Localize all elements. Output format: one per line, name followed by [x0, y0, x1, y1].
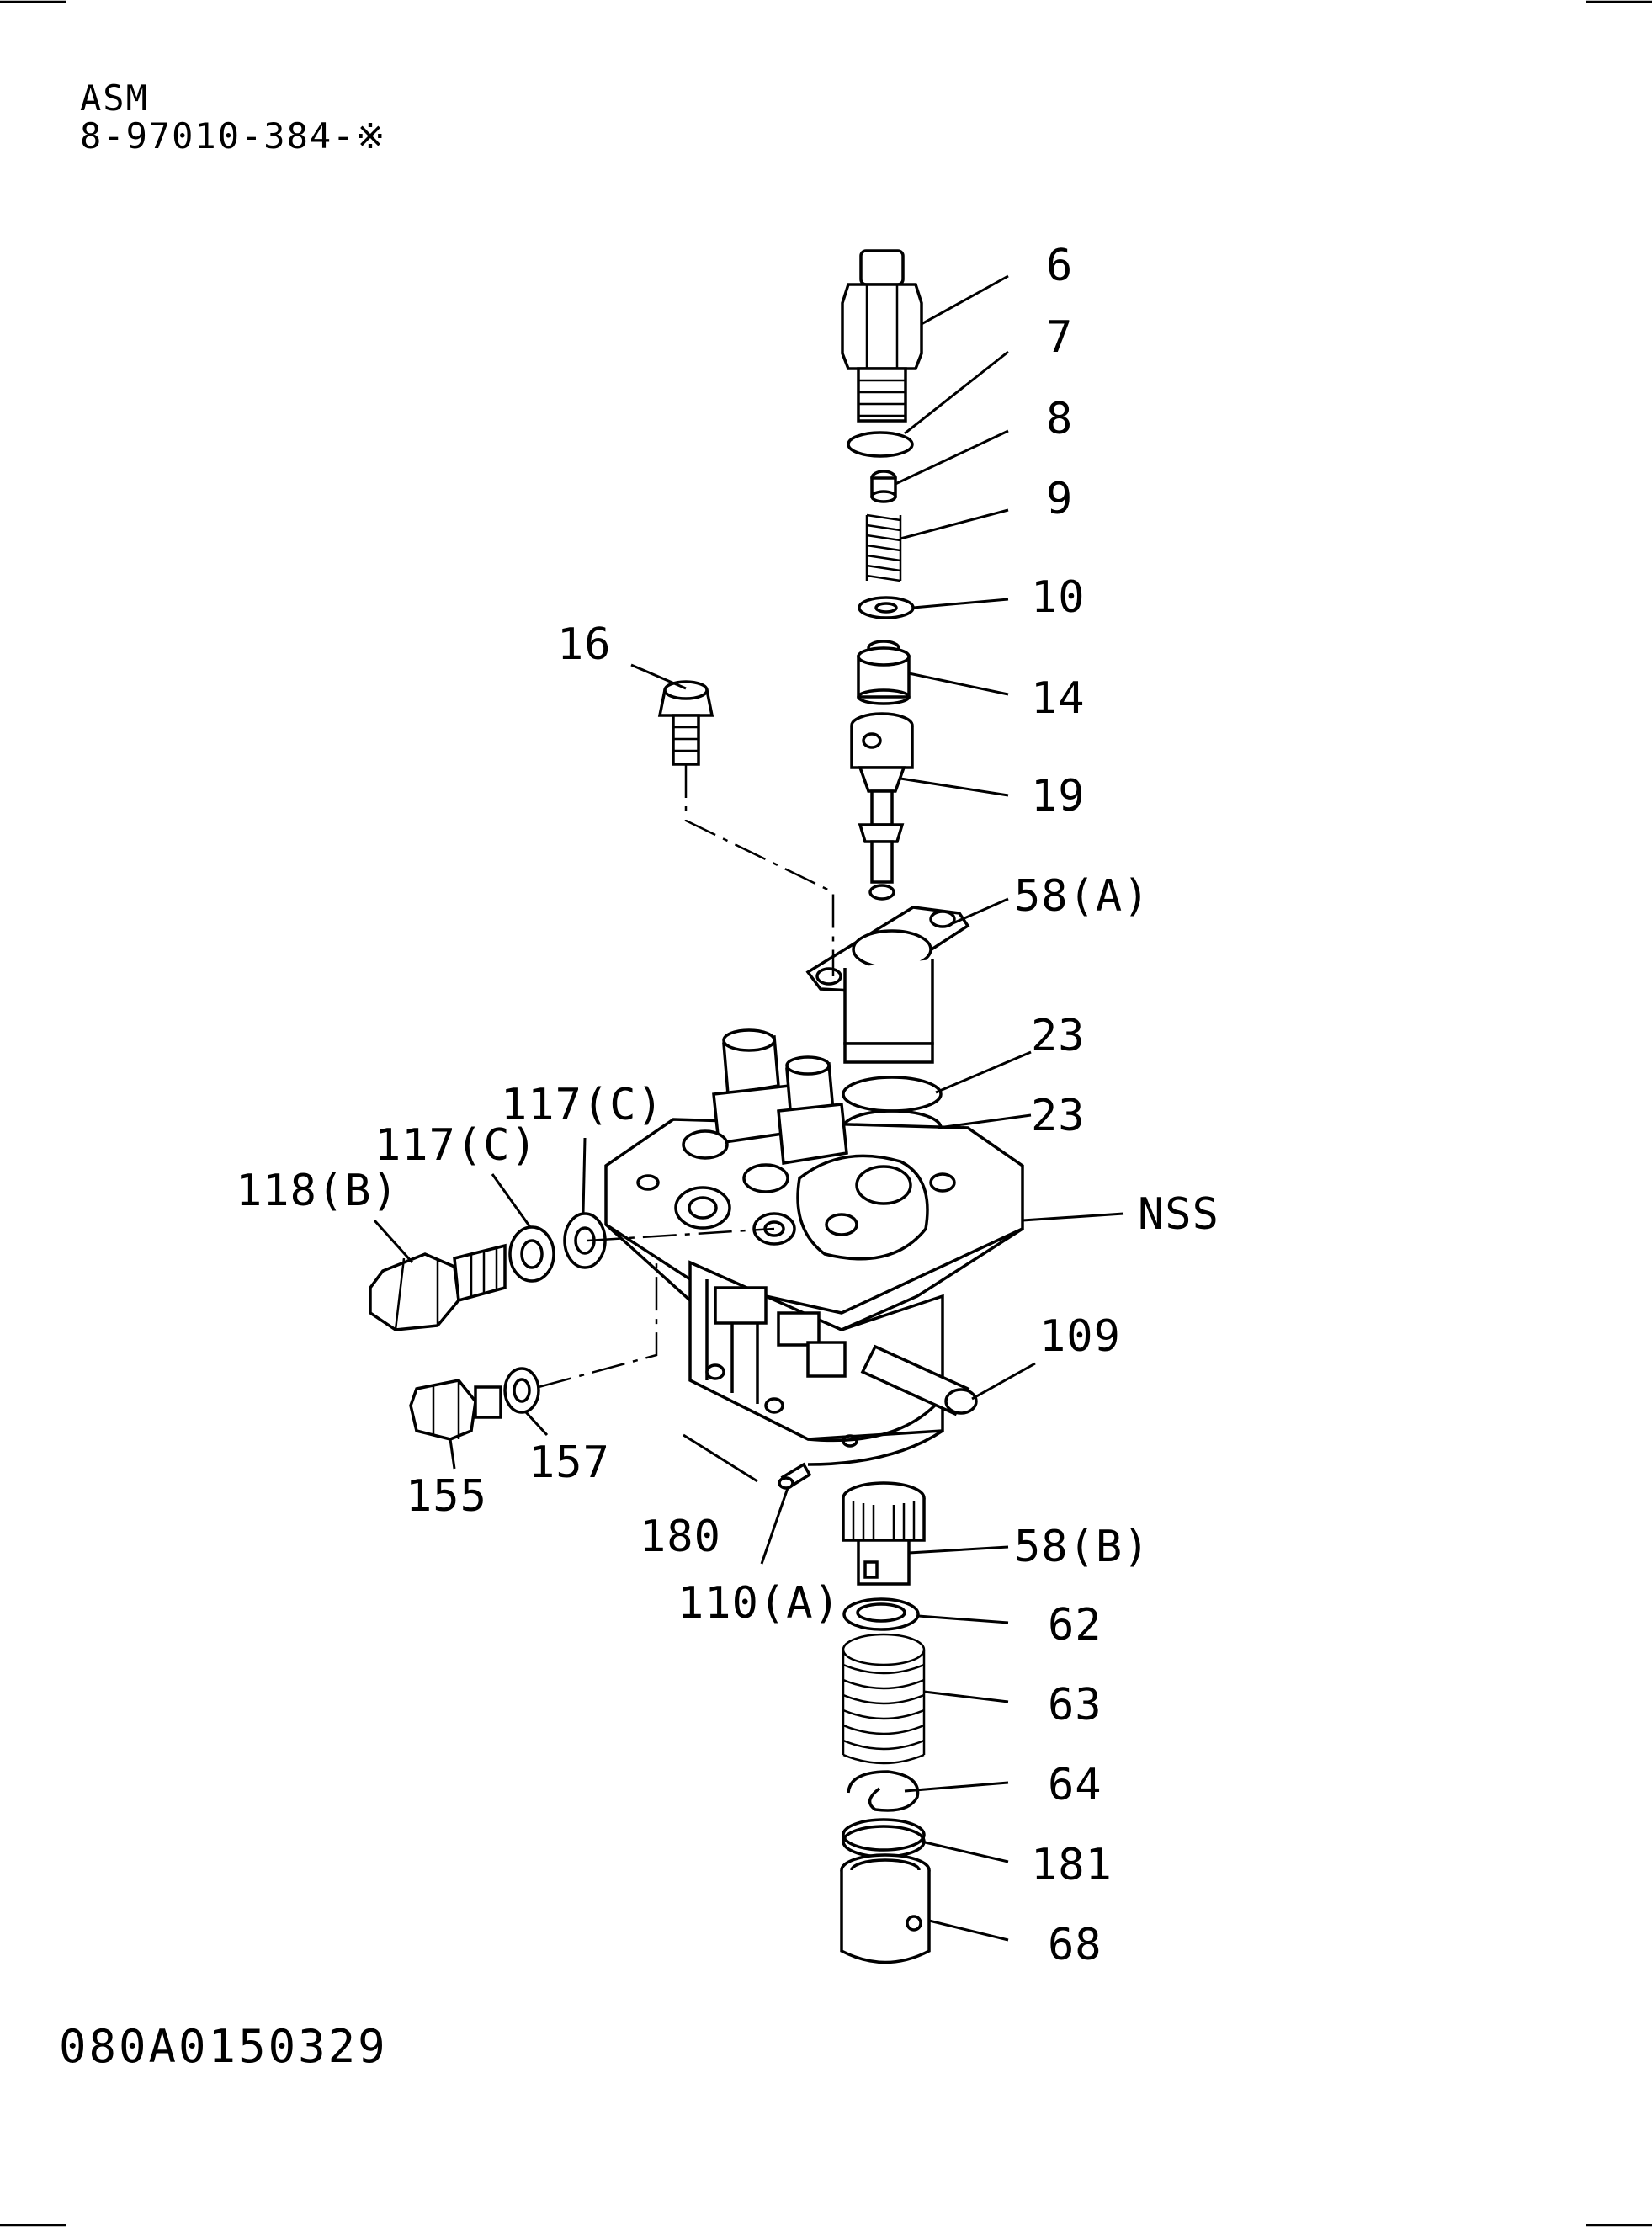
part-14-valve-seat: [857, 640, 911, 705]
callout-23-lower: 23: [1031, 1091, 1086, 1141]
callout-14: 14: [1031, 673, 1086, 724]
callout-6: 6: [1046, 241, 1073, 291]
part-157-washer: [503, 1367, 540, 1414]
callout-118b: 118(B): [236, 1166, 399, 1216]
part-19-plunger: [850, 712, 914, 901]
callout-117c-right: 117(C): [501, 1080, 664, 1130]
callout-19: 19: [1031, 771, 1086, 821]
part-68-tappet: [840, 1853, 931, 1964]
callout-labels: 6 7 8 9 10 14 16 19 58(A) 23 23 117(C) 1…: [236, 241, 1219, 1970]
callout-155: 155: [406, 1471, 487, 1522]
drawing-code: 080A0150329: [59, 2020, 388, 2073]
part-118b-banjo-bolt: [369, 1243, 507, 1331]
part-181-shim: [842, 1818, 926, 1858]
callout-157: 157: [529, 1438, 610, 1488]
assembly-label: ASM: [80, 77, 149, 119]
assembly-part-number: 8-97010-384-※: [80, 115, 387, 157]
part-62-spring-seat: [842, 1597, 920, 1631]
callout-16: 16: [557, 619, 612, 670]
part-7-o-ring: [847, 431, 914, 458]
callout-8: 8: [1046, 394, 1073, 444]
part-16-bolt: [657, 680, 714, 766]
callout-9: 9: [1046, 474, 1073, 524]
callout-68: 68: [1048, 1920, 1102, 1970]
part-110a-screw: [778, 1462, 812, 1490]
part-10-washer: [858, 596, 915, 619]
part-58a-barrel: [805, 906, 970, 1064]
part-8-valve: [870, 470, 897, 503]
callout-64: 64: [1048, 1760, 1102, 1810]
callout-109: 109: [1039, 1311, 1121, 1362]
callout-7: 7: [1046, 312, 1073, 363]
callout-181: 181: [1031, 1840, 1113, 1890]
part-64-clip: [847, 1770, 920, 1812]
part-58b-gear: [842, 1481, 926, 1586]
callout-117c-left: 117(C): [374, 1120, 538, 1171]
callout-58a: 58(A): [1014, 871, 1150, 922]
callout-110a: 110(A): [677, 1578, 841, 1629]
part-63-plunger-spring: [842, 1633, 926, 1765]
callout-nss: NSS: [1138, 1189, 1219, 1240]
part-117c-gasket-left: [508, 1225, 555, 1283]
part-9-spring: [865, 513, 902, 582]
part-109-control-rod: [860, 1344, 978, 1416]
part-155-bolt: [409, 1379, 502, 1441]
callout-63: 63: [1048, 1680, 1102, 1730]
part-6-delivery-valve-holder: [841, 249, 923, 423]
part-nss-pump-body: [604, 1028, 1024, 1466]
callout-23-upper: 23: [1031, 1011, 1086, 1061]
callout-58b: 58(B): [1014, 1522, 1150, 1572]
callout-10: 10: [1031, 572, 1086, 623]
part-23a-o-ring: [842, 1076, 943, 1113]
callout-62: 62: [1048, 1600, 1102, 1650]
part-117c-gasket-right: [563, 1212, 607, 1269]
leader-lines: [373, 274, 1124, 1942]
callout-180: 180: [640, 1512, 721, 1562]
